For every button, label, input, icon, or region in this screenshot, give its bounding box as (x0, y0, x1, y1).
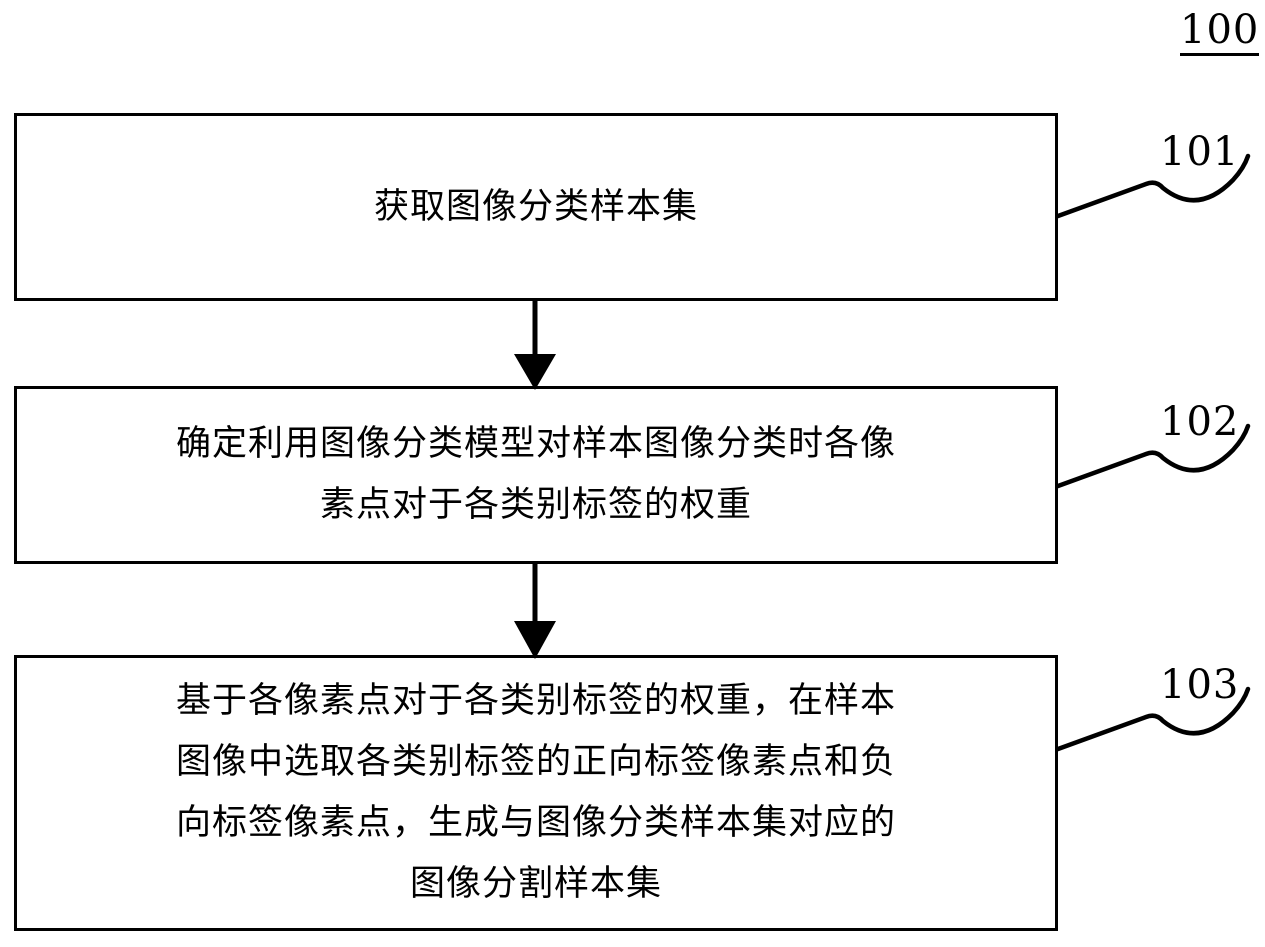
reference-number-103: 103 (1160, 662, 1240, 708)
flow-arrow-101-to-102 (514, 298, 556, 390)
reference-number-101: 101 (1160, 129, 1240, 175)
flowchart-step-box-102: 确定利用图像分类模型对样本图像分类时各像 素点对于各类别标签的权重 (14, 386, 1058, 564)
flowchart-step-box-101: 获取图像分类样本集 (14, 113, 1058, 301)
flowchart-step-text-102: 确定利用图像分类模型对样本图像分类时各像 素点对于各类别标签的权重 (175, 424, 896, 525)
flowchart-step-text-101: 获取图像分类样本集 (373, 186, 698, 227)
reference-number-102: 102 (1160, 399, 1240, 445)
flowchart-step-box-103: 基于各像素点对于各类别标签的权重，在样本 图像中选取各类别标签的正向标签像素点和… (14, 655, 1058, 931)
figure-number-label: 100 (1180, 8, 1260, 56)
flow-arrow-102-to-103 (514, 561, 556, 659)
flowchart-step-text-103: 基于各像素点对于各类别标签的权重，在样本 图像中选取各类别标签的正向标签像素点和… (175, 681, 896, 904)
